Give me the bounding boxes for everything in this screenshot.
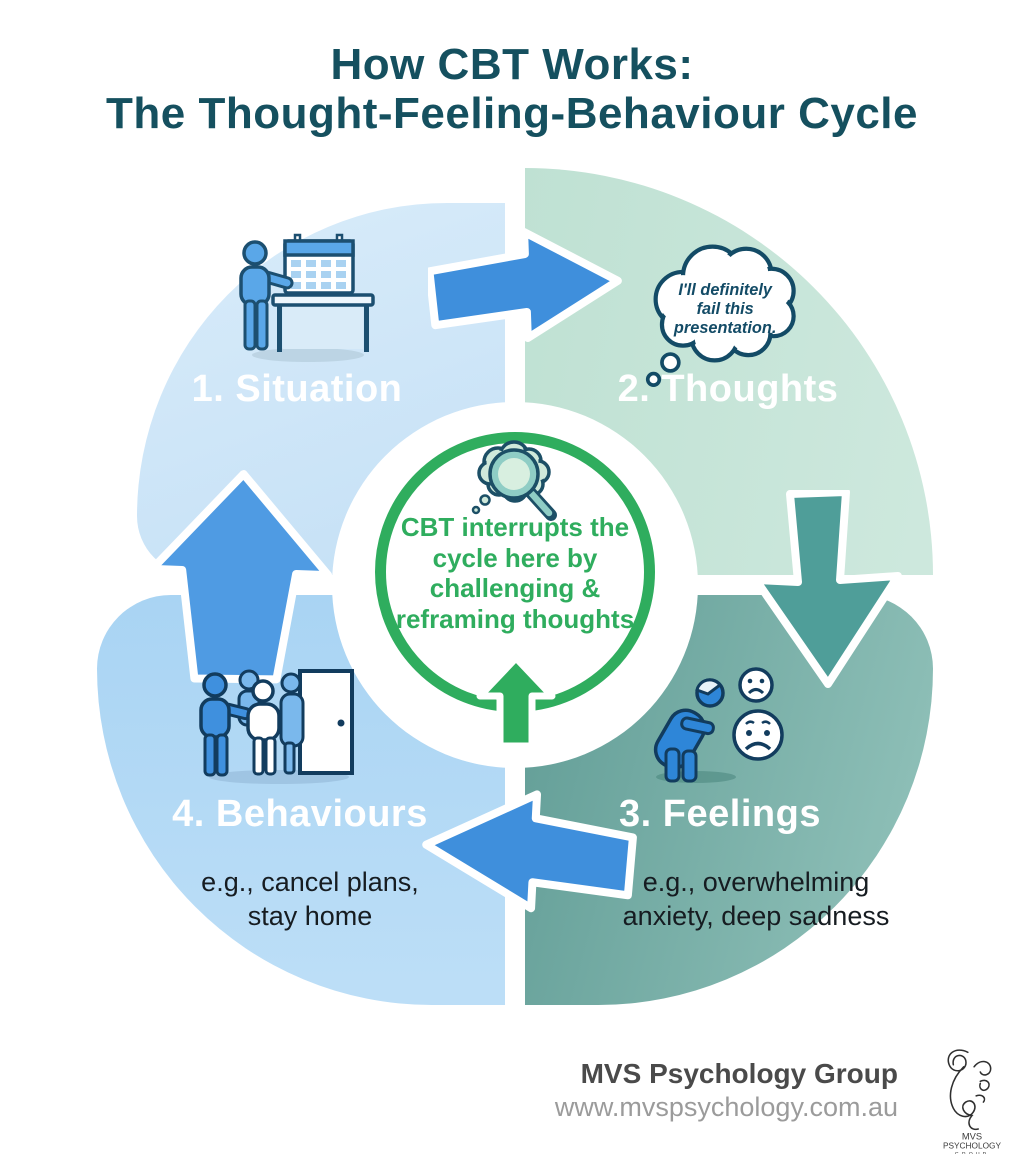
footer: MVS Psychology Group www.mvspsychology.c…: [398, 1058, 898, 1123]
annotation-behaviours: e.g., cancel plans, stay home: [110, 866, 510, 934]
cbt-interrupt-arrow-icon: [476, 654, 556, 750]
title-line-1: How CBT Works:: [330, 40, 694, 89]
thought-text-line-1: I'll definitely: [678, 281, 773, 299]
center-message: CBT interrupts the cycle here by challen…: [395, 512, 635, 635]
page-title: How CBT Works: The Thought-Feeling-Behav…: [0, 40, 1024, 139]
thought-text-line-3: presentation.: [673, 319, 776, 337]
footer-company-name: MVS Psychology Group: [580, 1058, 898, 1089]
quadrant-label-behaviours: 4. Behaviours: [172, 793, 428, 835]
thought-bubble-icon: I'll definitely fail this presentation.: [645, 244, 796, 387]
mvs-logo-face-icon: MVS PSYCHOLOGY GROUP: [943, 1049, 1001, 1154]
logo-text-line-2: PSYCHOLOGY: [943, 1141, 1001, 1151]
arrow-feelings-to-behaviours-icon: [422, 790, 637, 913]
arrow-situation-to-thoughts-icon: [428, 228, 622, 342]
annotation-feelings: e.g., overwhelming anxiety, deep sadness: [556, 866, 956, 934]
title-line-2: The Thought-Feeling-Behaviour Cycle: [106, 89, 918, 139]
logo-text-line-1: MVS: [962, 1131, 982, 1141]
person-at-desk-calendar-icon: [239, 233, 375, 362]
quadrant-label-situation: 1. Situation: [191, 368, 403, 410]
magnifier-cloud-icon: [471, 440, 557, 521]
annotation-behaviours-line-2: stay home: [247, 900, 373, 931]
footer-website: www.mvspsychology.com.au: [554, 1092, 898, 1122]
annotation-behaviours-line-1: e.g., cancel plans,: [201, 867, 419, 897]
annotation-feelings-line-1: e.g., overwhelming: [642, 867, 870, 897]
people-at-door-icon: [199, 669, 354, 784]
thought-text-line-2: fail this: [697, 300, 754, 318]
sad-person-icon: [653, 667, 784, 783]
arrow-behaviours-to-situation-icon: [148, 470, 333, 684]
quadrant-label-feelings: 3. Feelings: [619, 793, 821, 835]
arrow-thoughts-to-feelings-icon: [752, 490, 902, 688]
logo-text-line-3: GROUP: [955, 1152, 990, 1154]
annotation-feelings-line-2: anxiety, deep sadness: [622, 900, 890, 931]
